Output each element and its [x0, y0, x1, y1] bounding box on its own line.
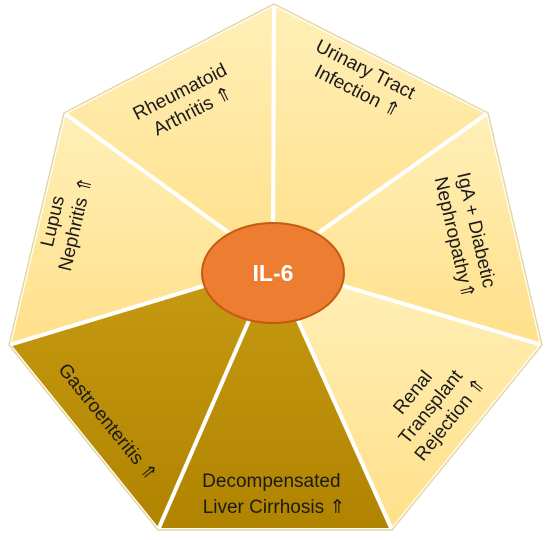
center-il6-ellipse [201, 222, 345, 324]
label-decompensated-liver-cirrhosis: Decompensated Liver Cirrhosis ⇑ [202, 471, 346, 518]
heptagon-outline [8, 3, 543, 531]
center-label: IL-6 [253, 260, 294, 286]
